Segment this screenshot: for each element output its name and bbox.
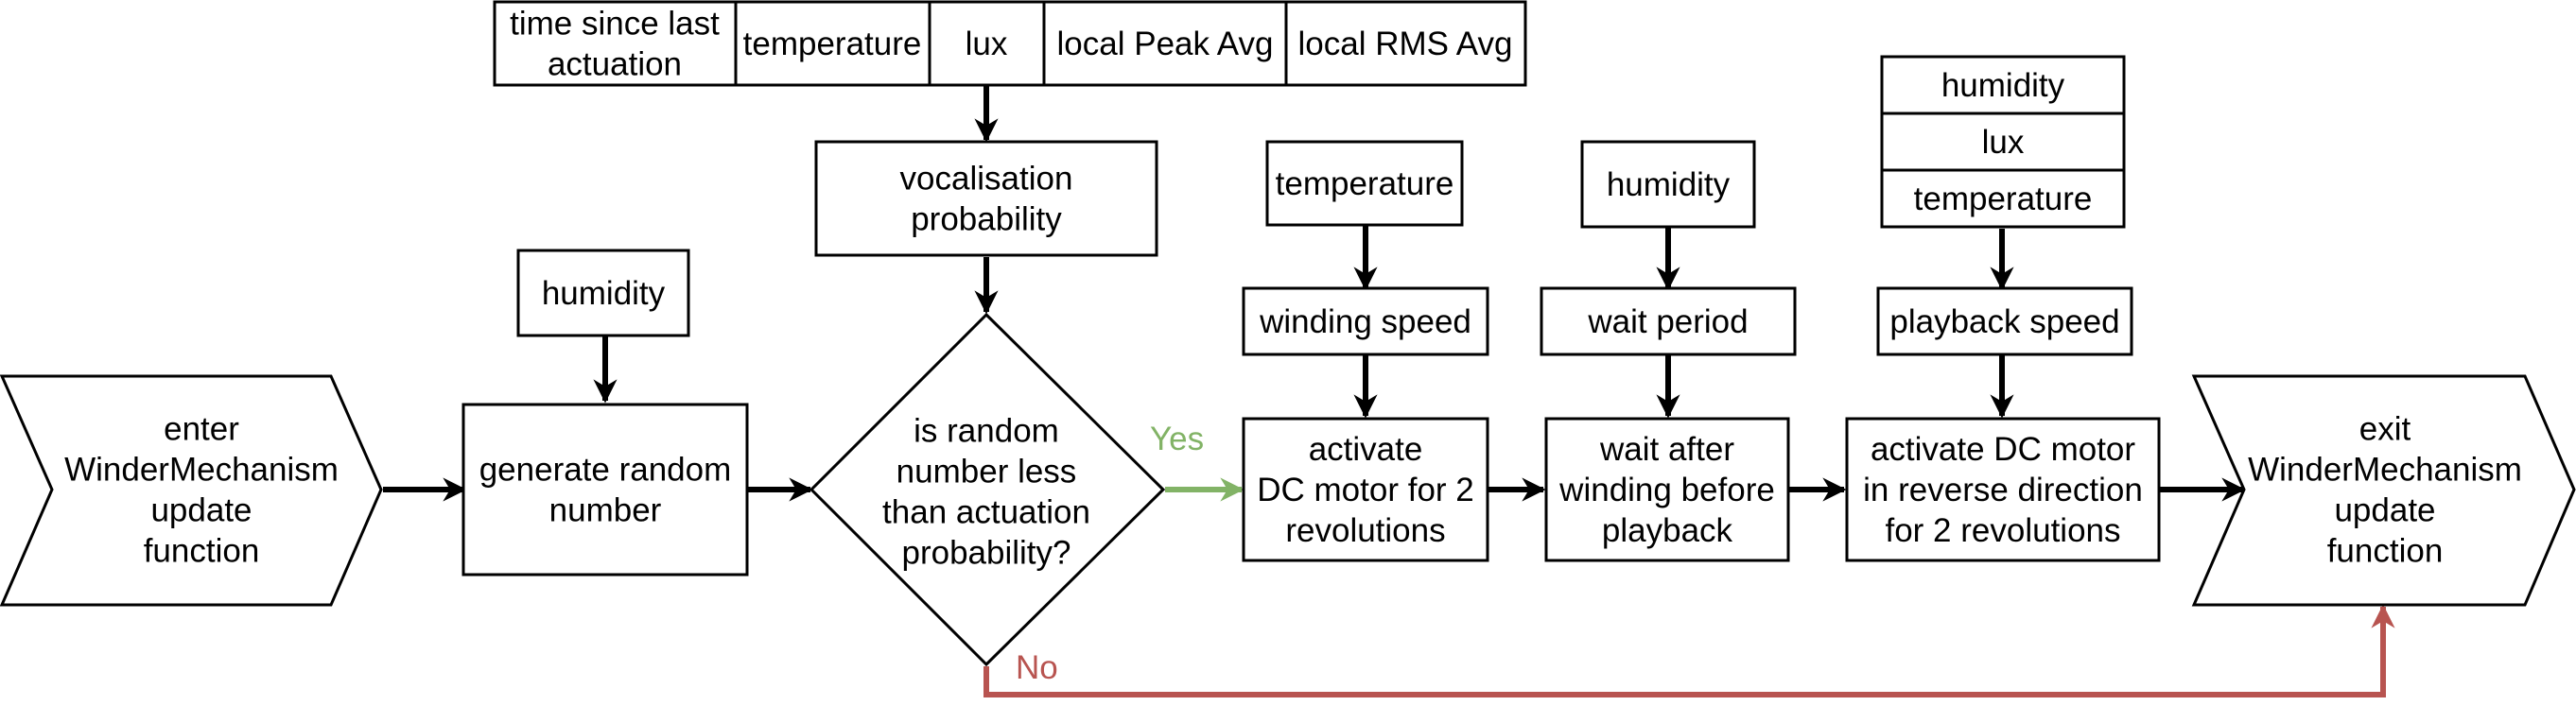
label-line: exit (2359, 411, 2411, 448)
label-line: generate random (479, 452, 732, 489)
playback-inputs-stack[interactable]: humidity lux temperature (1880, 55, 2126, 229)
label-line: winding before (1558, 472, 1775, 508)
label-line: DC motor for 2 (1257, 472, 1474, 508)
winding-speed-node[interactable]: winding speed (1242, 286, 1489, 356)
humidity-input-wait-label: humidity (1607, 166, 1731, 203)
label-line: wait period (1587, 303, 1748, 340)
input-temperature: temperature (743, 26, 922, 62)
wait-period-node[interactable]: wait period (1540, 286, 1797, 356)
label-line: humidity (1941, 67, 2065, 104)
edges (383, 86, 2395, 697)
label-line: playback speed (1889, 303, 2119, 340)
label-line: humidity (542, 275, 666, 312)
label-line: time since last (510, 6, 720, 43)
label-line: is random (914, 413, 1059, 450)
label-line: humidity (1607, 166, 1731, 203)
label-line: update (2334, 492, 2435, 529)
label-line: temperature (1276, 165, 1454, 202)
label-line: revolutions (1285, 512, 1445, 549)
label-line: enter (164, 411, 239, 448)
label-line: in reverse direction (1863, 472, 2143, 508)
humidity-input-wait[interactable]: humidity (1580, 140, 1756, 229)
wait-after-winding-label: wait after winding before playback (1558, 431, 1775, 549)
label-line: winding speed (1259, 303, 1471, 340)
label-line: WinderMechanism (2248, 452, 2522, 489)
label-line: number (549, 492, 662, 529)
label-line: playback (1602, 512, 1733, 549)
playback-speed-node[interactable]: playback speed (1876, 286, 2133, 356)
stack-lux: lux (1982, 124, 2025, 161)
activate-dc-motor-reverse-label: activate DC motor in reverse direction for… (1863, 431, 2143, 549)
label-line: actuation (548, 46, 682, 83)
playback-speed-label: playback speed (1889, 303, 2119, 340)
label-line: function (2327, 533, 2444, 570)
label-line: probability (911, 201, 1062, 238)
input-lux: lux (966, 26, 1008, 62)
activate-dc-motor-label: activate DC motor for 2 revolutions (1257, 431, 1474, 549)
wait-after-winding-node[interactable]: wait after winding before playback (1544, 417, 1790, 562)
label-line: activate DC motor (1871, 431, 2135, 468)
stack-temperature: temperature (1914, 181, 2093, 217)
label-line: vocalisation (900, 161, 1073, 198)
temperature-input-winding-label: temperature (1276, 165, 1454, 202)
edge-decision-no-to-exit (983, 604, 2395, 697)
label-line: WinderMechanism (64, 452, 339, 489)
label-line: lux (1982, 124, 2025, 161)
label-line: temperature (1914, 181, 2093, 217)
wait-period-label: wait period (1587, 303, 1748, 340)
edge-label-no: No (1016, 649, 1058, 686)
label-line: wait after (1599, 431, 1734, 468)
label-line: activate (1309, 431, 1423, 468)
activate-dc-motor-reverse-node[interactable]: activate DC motor in reverse direction for… (1845, 417, 2161, 562)
humidity-input-generate-label: humidity (542, 275, 666, 312)
label-line: temperature (743, 26, 922, 62)
label-line: probability? (902, 535, 1071, 572)
activate-dc-motor-node[interactable]: activate DC motor for 2 revolutions (1242, 417, 1489, 562)
label-line: local Peak Avg (1057, 26, 1274, 62)
input-local-rms-avg: local RMS Avg (1298, 26, 1513, 62)
label-line: than actuation (882, 494, 1090, 531)
label-line: lux (966, 26, 1008, 62)
humidity-input-generate[interactable]: humidity (516, 249, 690, 337)
label-line: number less (896, 454, 1077, 491)
label-line: function (144, 533, 260, 570)
edge-label-yes: Yes (1150, 421, 1204, 457)
temperature-input-winding[interactable]: temperature (1265, 140, 1464, 227)
label-line: local RMS Avg (1298, 26, 1513, 62)
label-line: update (150, 492, 252, 529)
stack-humidity: humidity (1941, 67, 2065, 104)
winding-speed-label: winding speed (1259, 303, 1471, 340)
label-line: for 2 revolutions (1885, 512, 2120, 549)
input-local-peak-avg: local Peak Avg (1057, 26, 1274, 62)
